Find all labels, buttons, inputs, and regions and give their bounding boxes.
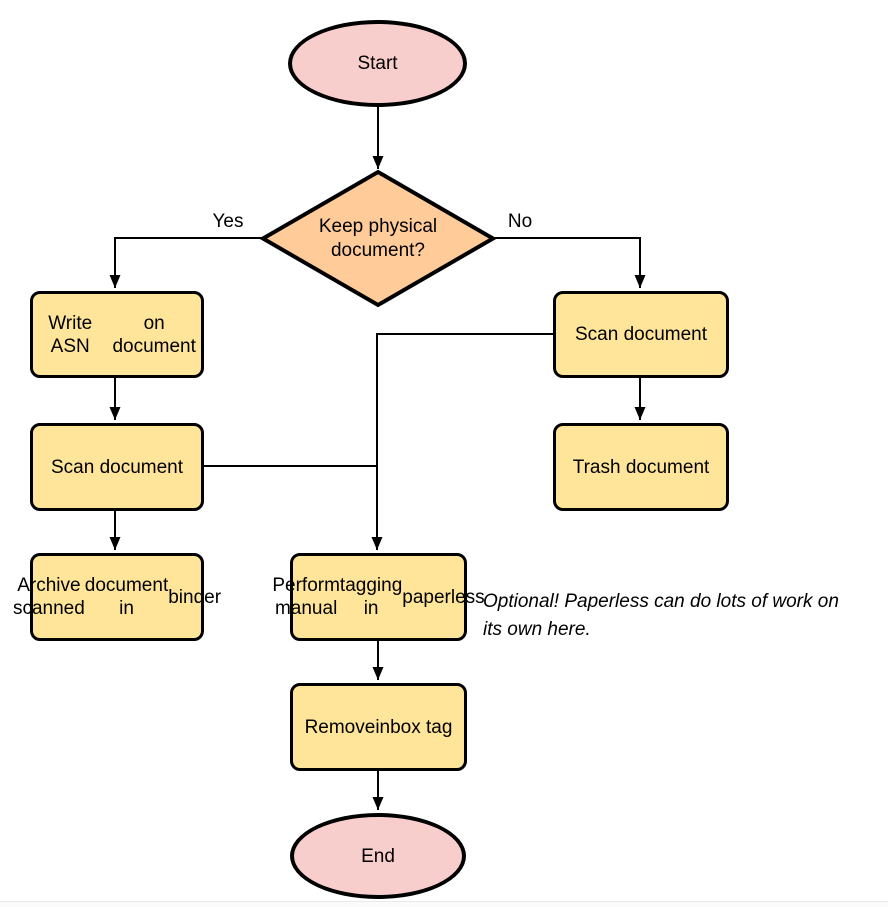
node-start: Start [288,20,467,107]
node-scan-document-left: Scan document [30,423,204,511]
page-bottom-strip [0,902,888,907]
edge-scan-right-tagging [371,333,553,550]
edge-label-no: No [507,211,533,232]
node-trash-document: Trash document [553,423,729,511]
node-decision-shape [259,169,497,308]
edge-label-yes: Yes [212,211,244,232]
node-scan-document-right: Scan document [553,291,729,378]
edge-decision-no-scan-right [492,237,646,288]
node-start-label: Start [357,53,398,74]
edge-decision-yes-write-asn [109,237,264,288]
note-optional-paperless: Optional! Paperless can do lots of work … [483,591,839,640]
page-bottom-divider [0,901,888,902]
node-end-label: End [361,845,395,867]
node-end: End [290,813,466,899]
